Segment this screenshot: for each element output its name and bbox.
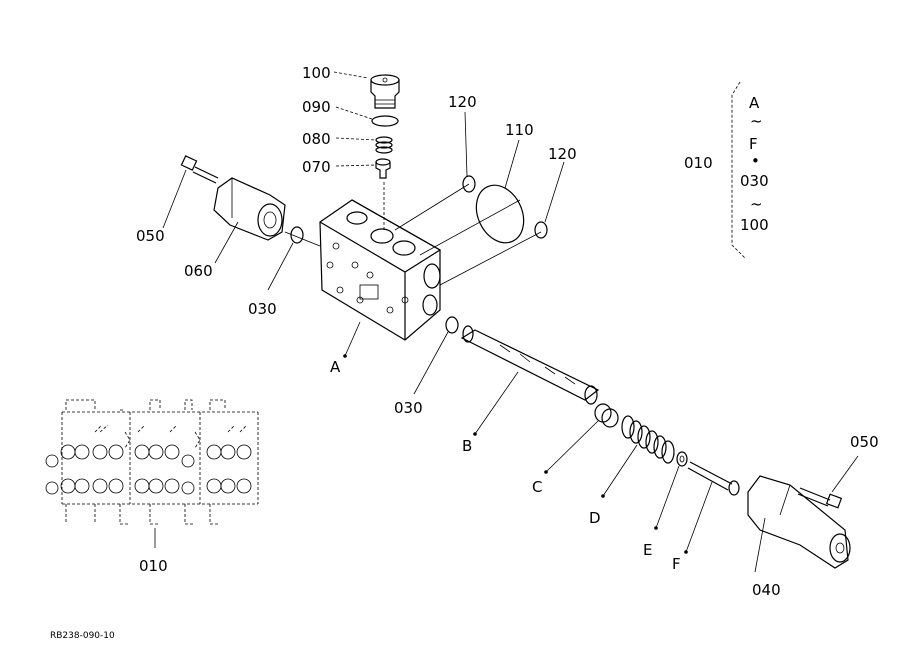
group-item: A [749, 94, 760, 112]
plug-part [370, 74, 400, 109]
callout-080: 080 [302, 130, 331, 148]
group-item: ~ [750, 112, 763, 130]
group-bracket [731, 81, 746, 259]
small-o-ring-part [462, 175, 476, 193]
callout-120: 120 [448, 93, 477, 111]
callout-110: 110 [505, 121, 534, 139]
callout-010: 010 [139, 557, 168, 575]
poppet-part [375, 158, 391, 179]
callout-B: B [462, 437, 472, 455]
leader-lines [154, 71, 859, 573]
group-item: 100 [740, 216, 769, 234]
callout-070: 070 [302, 158, 331, 176]
valve-body-part [319, 199, 442, 341]
group-item: 030 [740, 172, 769, 190]
stopper-bolt-part [687, 461, 740, 496]
group-bracket-items: A ~ F • 030 ~ 100 [740, 94, 769, 234]
callout-E: E [643, 541, 652, 559]
callout-040: 040 [752, 581, 781, 599]
spool-part [460, 325, 600, 405]
callout-A: A [330, 358, 341, 376]
group-item: F [749, 135, 758, 153]
drawing-code: RB238-090-10 [50, 631, 115, 641]
callout-030: 030 [248, 300, 277, 318]
left-cover-part [213, 177, 286, 241]
retainer-part [594, 403, 619, 428]
right-cover-part [747, 475, 851, 569]
o-ring-part [290, 226, 304, 244]
callout-060: 060 [184, 262, 213, 280]
callout-C: C [532, 478, 542, 496]
hydraulic-schematic [45, 399, 259, 525]
callout-030: 030 [394, 399, 423, 417]
callout-050: 050 [136, 227, 165, 245]
o-ring-part [371, 115, 399, 127]
spring-part [375, 136, 393, 154]
callout-D: D [589, 509, 601, 527]
group-item: • [751, 152, 760, 170]
callout-120: 120 [548, 145, 577, 163]
large-o-ring-part [475, 184, 525, 244]
group-item: ~ [750, 195, 763, 213]
callout-050: 050 [850, 433, 879, 451]
callout-100: 100 [302, 64, 331, 82]
washer-part [676, 451, 688, 467]
callout-F: F [672, 555, 681, 573]
bolt-part [797, 487, 843, 509]
o-ring-part [445, 316, 459, 334]
bolt-part [180, 155, 219, 184]
return-spring-part [621, 415, 675, 464]
small-o-ring-part [534, 221, 548, 239]
callout-090: 090 [302, 98, 331, 116]
callout-010: 010 [684, 154, 713, 172]
